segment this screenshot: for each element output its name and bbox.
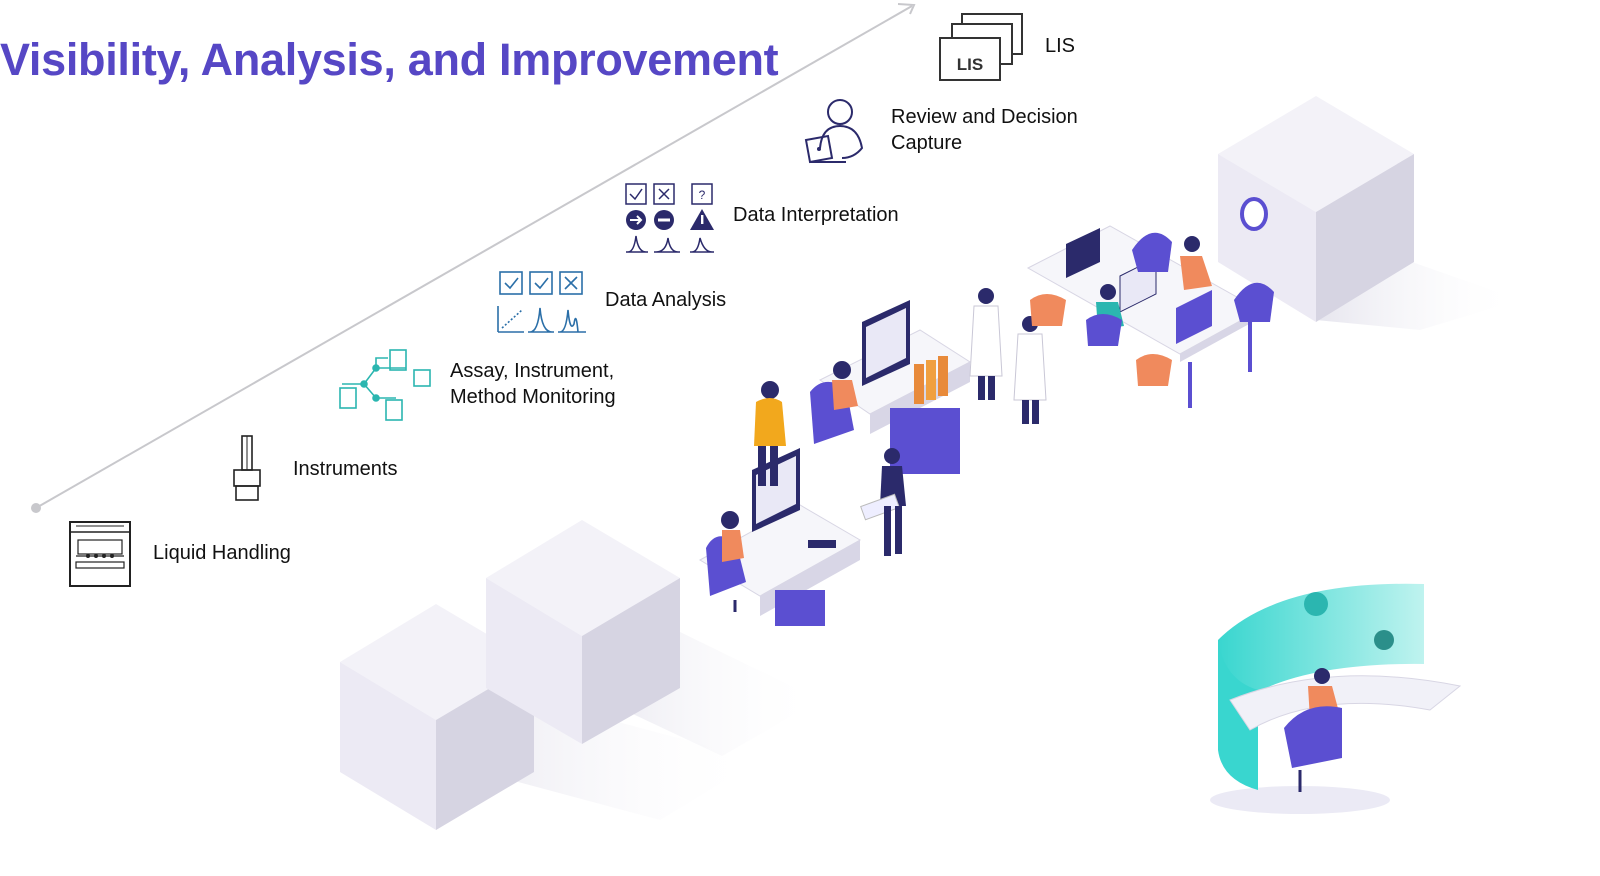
cube-front [340,604,760,830]
desk-long [1026,225,1274,408]
instrument-icon [233,435,261,501]
page-title: Visibility, Analysis, and Improvement [0,34,779,85]
cube-lis-server [1218,96,1520,330]
step-label-line2: Method Monitoring [450,386,616,408]
person-walking [860,448,906,556]
scientist-right [1013,316,1047,424]
data-interpretation-icon: ? [625,183,714,253]
progress-arrow [31,3,916,513]
step-label-line1: Assay, Instrument, [450,360,615,382]
lis-stack-icon: LIS [939,13,1023,81]
step-label-assay-monitoring: Assay, Instrument, Method Monitoring [450,358,616,410]
lis-box-text: LIS [957,55,983,74]
step-label-data-analysis: Data Analysis [605,289,727,311]
desk-middle [810,300,971,474]
step-label-lis: LIS [1045,35,1076,57]
step-label-data-interpretation: Data Interpretation [733,204,899,226]
data-analysis-icon [497,271,586,333]
desk-front [698,448,862,626]
step-label-liquid-handling: Liquid Handling [153,542,291,564]
scientist-left [969,288,1003,400]
step-label-instruments: Instruments [293,458,398,480]
step-label-review-decision: Review and Decision Capture [891,104,1078,156]
monitoring-network-icon [339,349,431,421]
svg-text:?: ? [699,188,706,202]
reviewer-laptop-icon [804,99,864,164]
cube-back [486,520,820,756]
step-label-line2: Capture [891,132,963,154]
person-yellow [754,381,786,486]
liquid-handler-icon [69,521,131,587]
step-label-line1: Review and Decision [891,106,1078,128]
control-console [1210,583,1462,814]
